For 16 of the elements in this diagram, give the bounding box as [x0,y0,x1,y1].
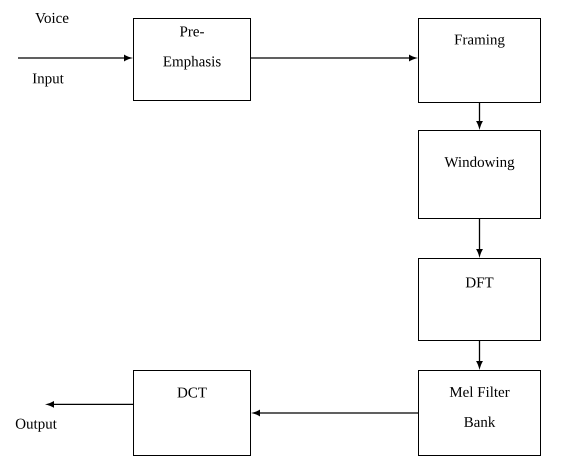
process-box: DFT [418,258,541,341]
process-box: DCT [133,370,251,456]
process-box: Framing [418,18,541,103]
process-box: Windowing [418,130,541,219]
signal-label: Output [16,418,57,432]
signal-label: Voice [35,12,68,24]
arrow [476,219,482,256]
arrow [251,55,416,61]
arrow [252,410,418,416]
process-box: Mel Filter Bank [418,370,541,456]
process-box: Pre- Emphasis [133,18,251,101]
signal-label: Input [32,74,64,86]
arrow [46,401,133,408]
arrow [476,103,482,128]
arrow [18,55,132,61]
arrow [476,341,482,368]
